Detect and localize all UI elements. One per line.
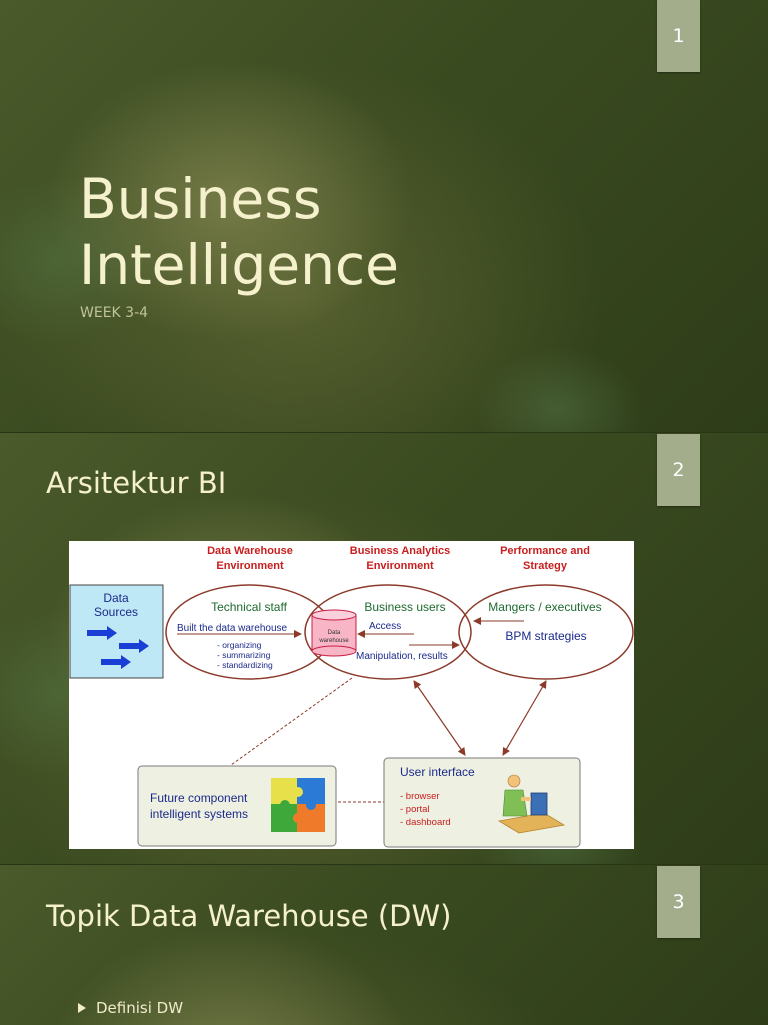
header-ba-line1: Business Analytics [350, 545, 450, 557]
ps-ui-connector [502, 680, 547, 756]
standardizing-label: - standardizing [217, 660, 273, 670]
bi-architecture-diagram: Data Warehouse Environment Business Anal… [69, 541, 634, 849]
data-sources-line1: Data [103, 591, 129, 605]
slide-title: Arsitektur BI [46, 466, 227, 500]
future-line1: Future component [150, 791, 248, 805]
business-users-label: Business users [364, 600, 445, 614]
slide-1: 1 Business Intelligence WEEK 3-4 [0, 0, 768, 432]
data-warehouse-cylinder-icon [311, 609, 357, 657]
slide-3: 3 Topik Data Warehouse (DW) Definisi DW [0, 864, 768, 1025]
technical-staff-label: Technical staff [211, 600, 287, 614]
puzzle-icon [271, 778, 325, 832]
bullet-item: Definisi DW [78, 999, 183, 1017]
bullet-triangle-icon [78, 1003, 86, 1013]
dw-cylinder-label-2: warehouse [318, 638, 349, 644]
built-dw-label: Built the data warehouse [177, 623, 288, 634]
slide-number: 1 [657, 0, 700, 72]
ps-environment-ellipse [458, 584, 634, 680]
access-label: Access [369, 621, 401, 632]
ui-dashboard-label: - dashboard [400, 817, 451, 828]
manipulation-label: Manipulation, results [356, 651, 448, 662]
slide-number: 3 [657, 866, 700, 938]
bullet-text: Definisi DW [96, 999, 184, 1017]
computer-user-icon [497, 774, 566, 834]
dw-cylinder-label-1: Data [328, 630, 341, 636]
data-sources-line2: Sources [94, 605, 138, 619]
slide-number: 2 [657, 434, 700, 506]
slide-subtitle: WEEK 3-4 [80, 305, 149, 321]
header-ps-line2: Strategy [523, 560, 568, 572]
slide-2: 2 Arsitektur BI Data Warehouse Environme… [0, 432, 768, 865]
ba-environment-ellipse [304, 584, 472, 680]
future-dashed-connector [230, 677, 353, 766]
ui-browser-label: - browser [400, 791, 440, 802]
organizing-label: - organizing [217, 640, 262, 650]
header-dw-line2: Environment [216, 560, 284, 572]
header-ps-line1: Performance and [500, 545, 590, 557]
ba-ui-connector [413, 680, 466, 756]
data-source-arrows-icon [87, 626, 149, 669]
summarizing-label: - summarizing [217, 650, 271, 660]
title-line-1: Business [79, 167, 322, 231]
bpm-strategies-label: BPM strategies [505, 629, 586, 643]
header-dw-line1: Data Warehouse [207, 545, 293, 557]
managers-label: Mangers / executives [488, 600, 601, 614]
slide-title: Business Intelligence [79, 166, 399, 298]
future-line2: intelligent systems [150, 807, 248, 821]
slide-title: Topik Data Warehouse (DW) [46, 899, 452, 933]
ui-portal-label: - portal [400, 804, 430, 815]
title-line-2: Intelligence [79, 233, 400, 297]
header-ba-line2: Environment [366, 560, 434, 572]
user-interface-title: User interface [400, 765, 475, 779]
